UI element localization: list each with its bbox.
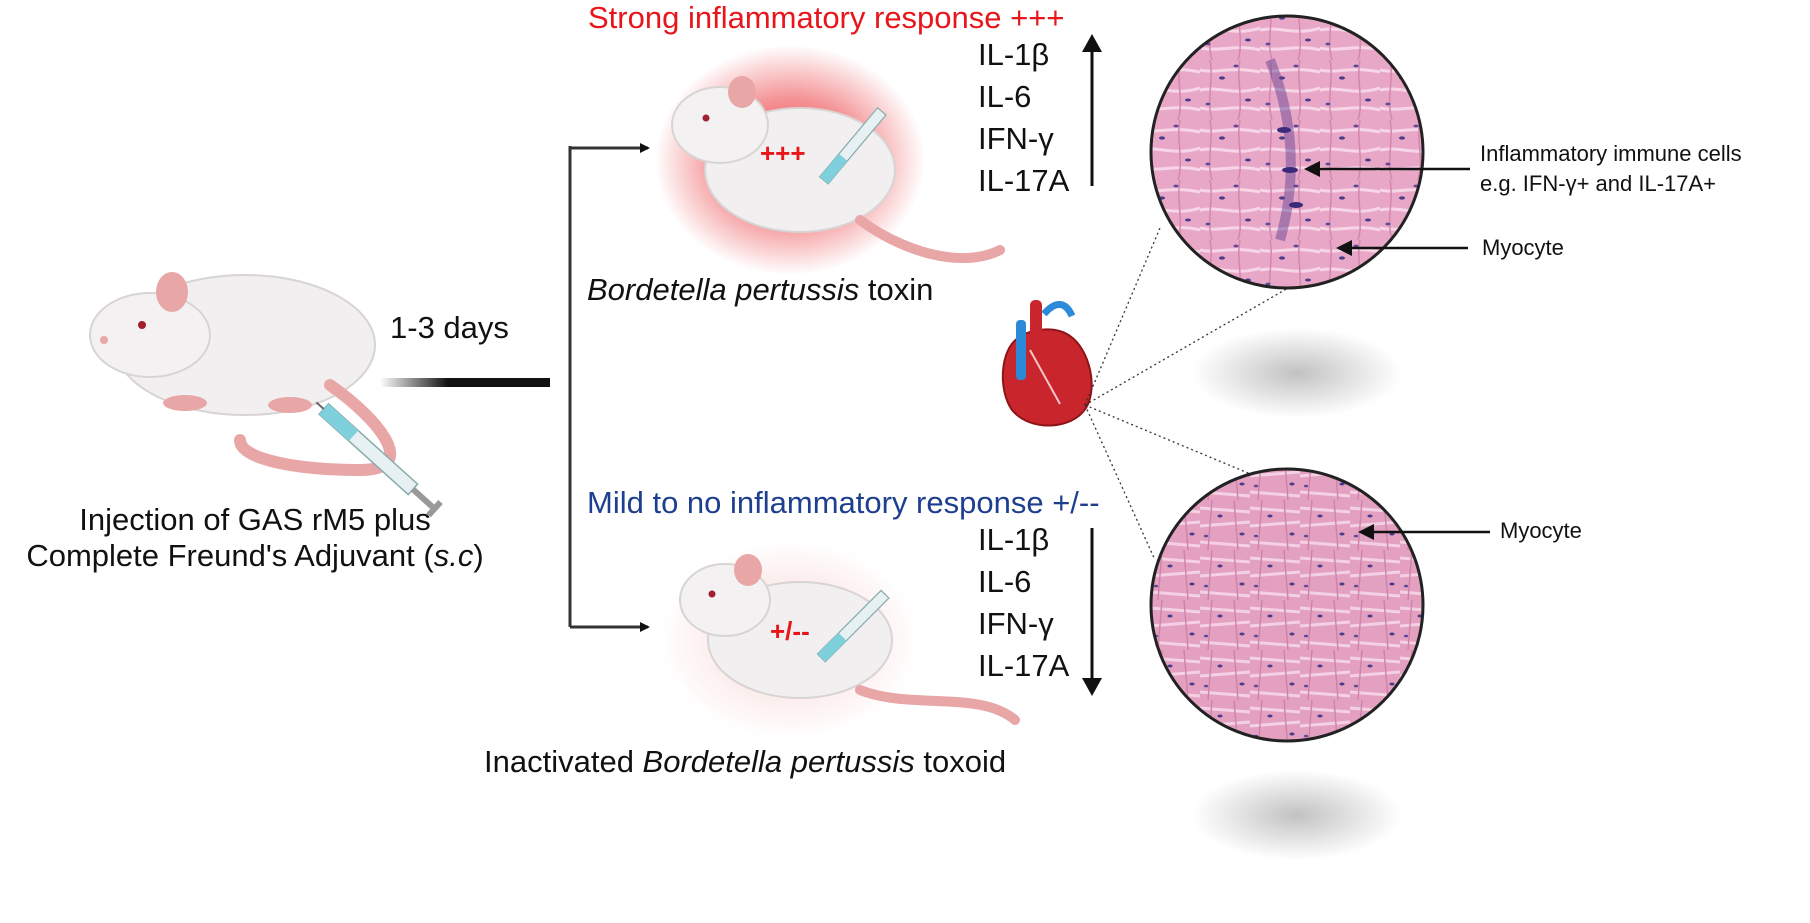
cytokine-item: IL-6 [978, 564, 1032, 599]
heart-icon [1001, 300, 1093, 427]
cytokine-item: IL-1β [978, 522, 1050, 557]
cytokine-item: IL-1β [978, 37, 1050, 72]
toxin-mouse-illustration [655, 45, 1005, 275]
histology-top [1149, 14, 1425, 290]
shadow-bottom [1192, 770, 1402, 860]
cytokine-list-down: IL-1β IL-6 IFN-γ IL-17A [978, 519, 1069, 687]
myocyte-annotation-top: Myocyte [1482, 235, 1564, 260]
inflammatory-cells-annotation: Inflammatory immune cells e.g. IFN-γ+ an… [1480, 141, 1742, 196]
cytokine-down-arrow [1082, 528, 1102, 696]
shadow-top [1192, 328, 1402, 418]
strong-response-title: Strong inflammatory response +++ [588, 0, 1065, 35]
injected-mouse-illustration [89, 272, 443, 518]
myocyte-annotation-bottom: Myocyte [1500, 518, 1582, 543]
timeline-connector [380, 143, 650, 632]
cytokine-list-up: IL-1β IL-6 IFN-γ IL-17A [978, 34, 1069, 202]
mild-response-title: Mild to no inflammatory response +/-- [587, 485, 1100, 520]
histology-bottom [1149, 467, 1425, 743]
toxoid-mouse-illustration [660, 540, 1020, 740]
cytokine-item: IL-6 [978, 79, 1032, 114]
injection-caption: Injection of GAS rM5 plus Complete Freun… [26, 502, 484, 573]
timeline-label: 1-3 days [390, 310, 509, 345]
cytokine-item: IL-17A [978, 163, 1070, 198]
toxin-caption: Bordetella pertussis toxin [587, 272, 934, 307]
cytokine-up-arrow [1082, 34, 1102, 186]
zoom-lines [1084, 227, 1296, 561]
strong-mouse-mark: +++ [760, 138, 806, 168]
annotation-arrows [1304, 161, 1490, 540]
toxoid-caption: Inactivated Bordetella pertussis toxoid [484, 744, 1007, 779]
mild-mouse-mark: +/-- [770, 616, 810, 646]
cytokine-item: IFN-γ [978, 606, 1054, 641]
cytokine-item: IFN-γ [978, 121, 1054, 156]
cytokine-item: IL-17A [978, 648, 1070, 683]
